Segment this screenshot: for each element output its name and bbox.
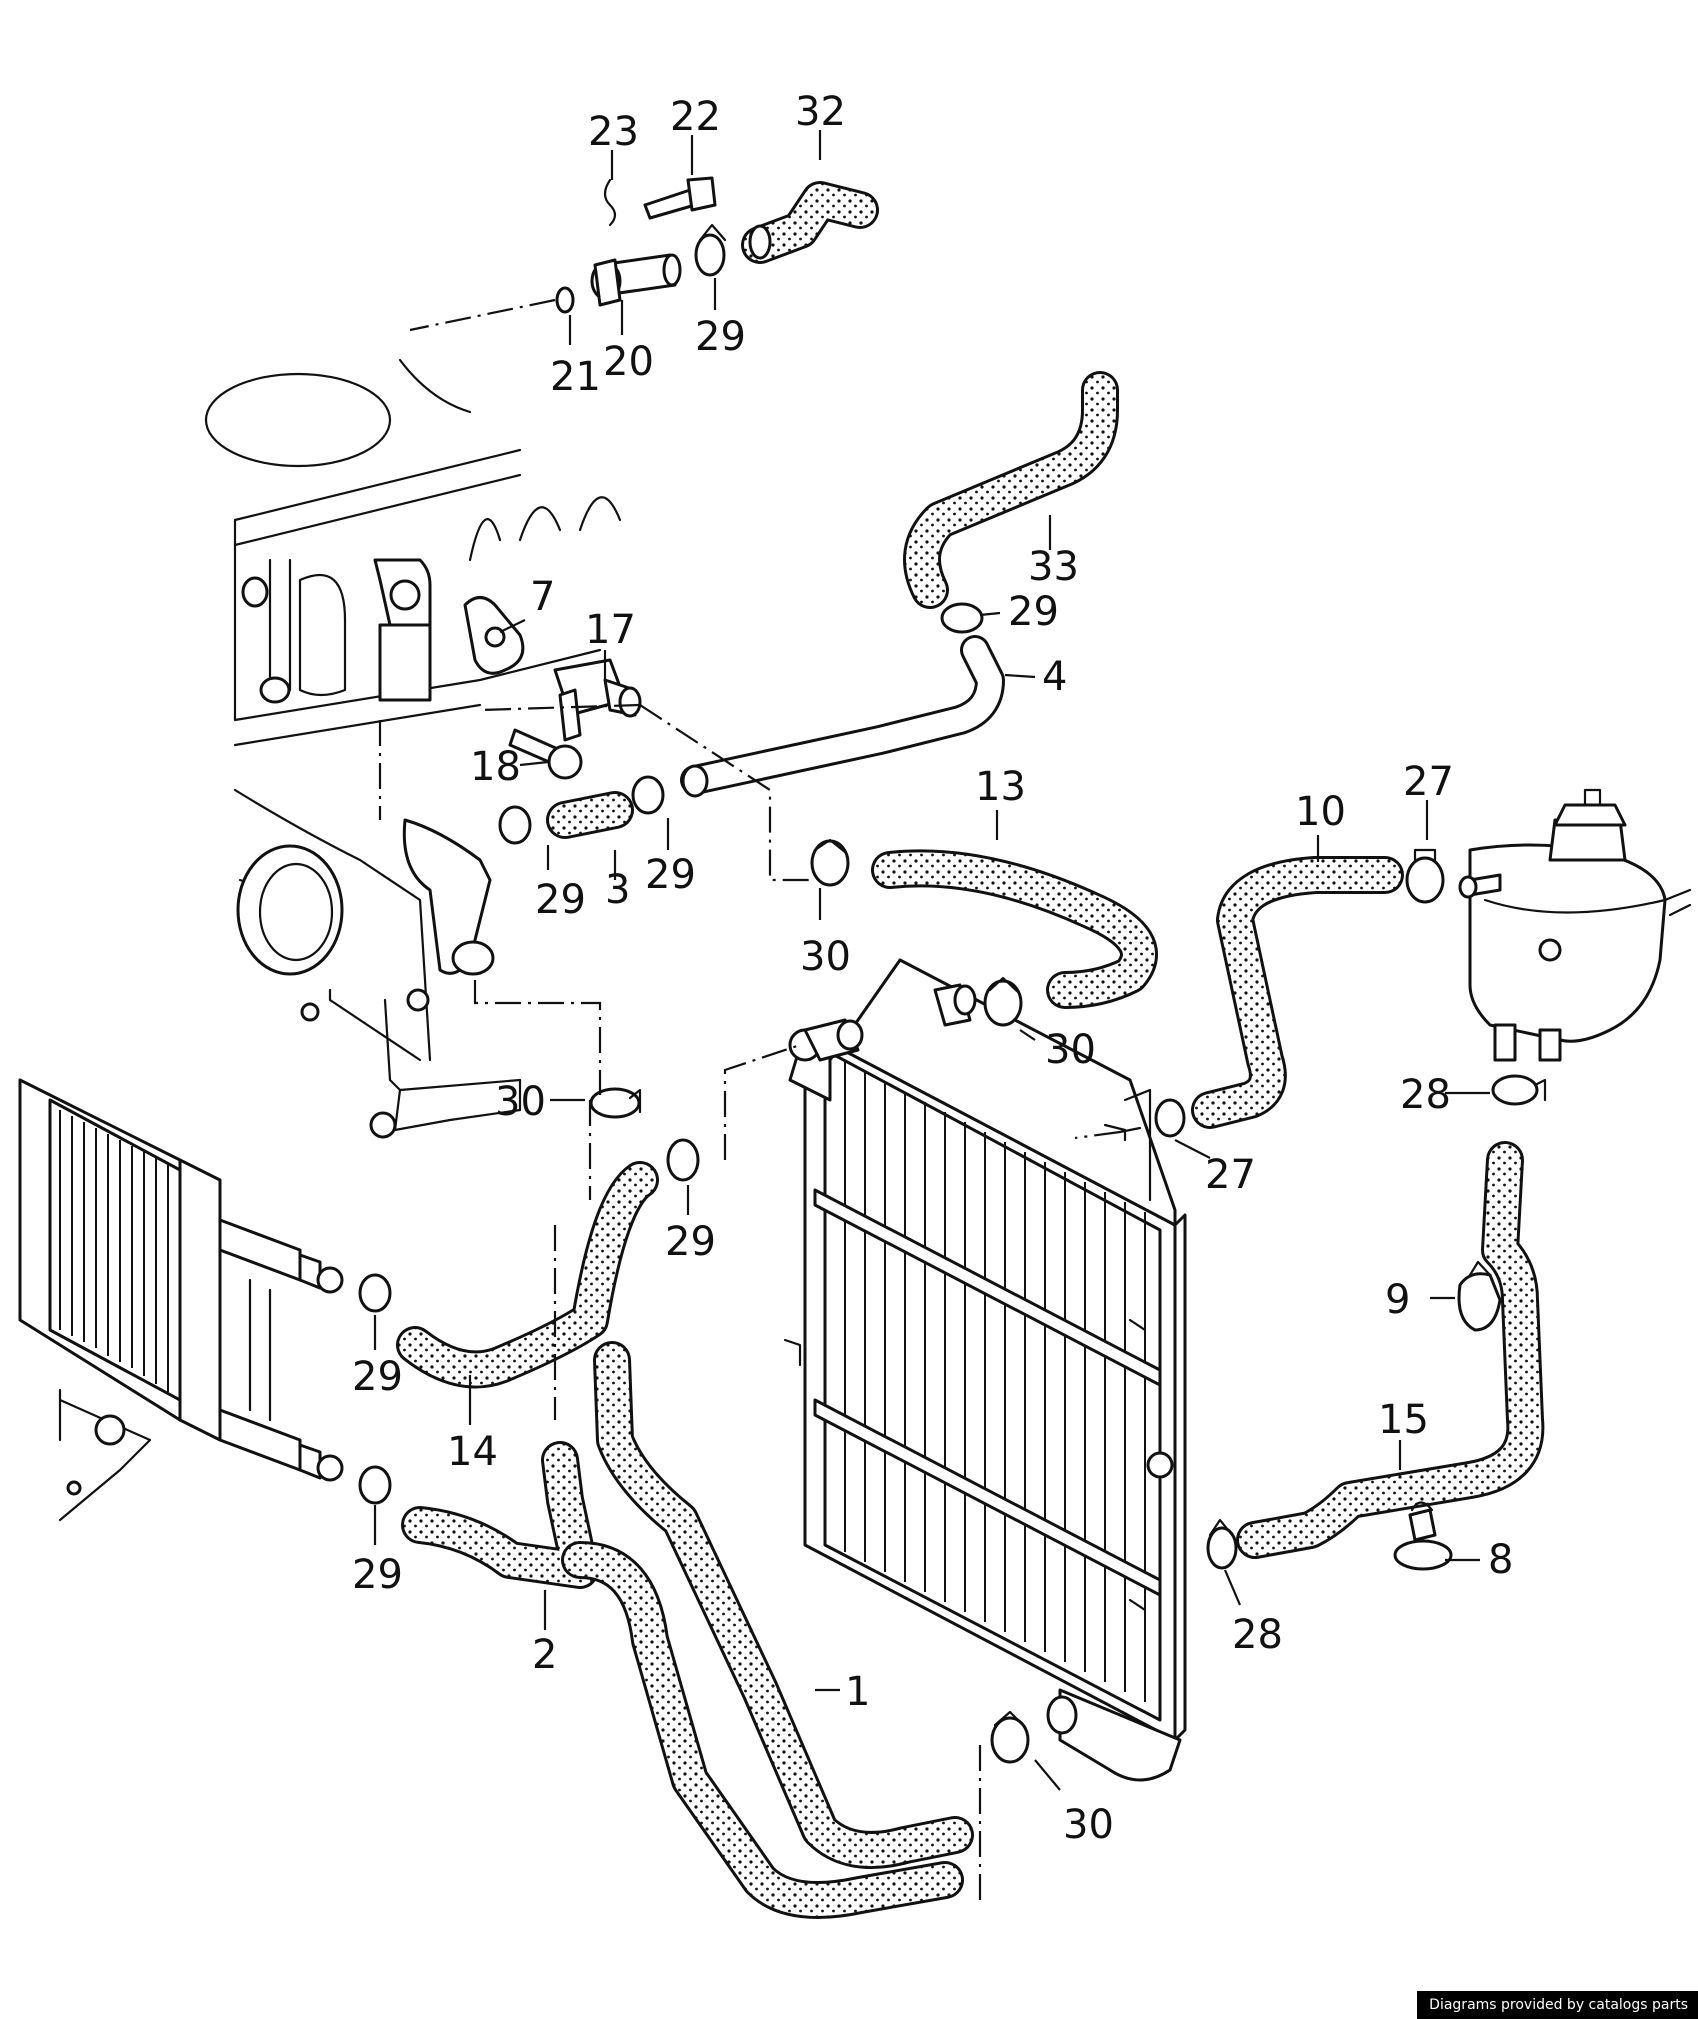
hose-14 [396,1161,659,1389]
clip-23 [603,178,617,227]
callout-15: 15 [1378,1397,1429,1443]
callout-29-right: 29 [645,852,696,898]
hose-clamp-30-bottom [990,1710,1030,1764]
callout-29-aux-top: 29 [352,1354,403,1400]
callout-30-radiator: 30 [1045,1027,1096,1073]
callout-9: 9 [1385,1277,1410,1323]
hose-clamp-29-top [694,223,727,277]
callout-27-tank: 27 [1403,759,1454,805]
callout-33: 33 [1028,544,1079,590]
callout-labels: 23 22 32 21 20 29 33 7 17 29 4 18 13 10 … [352,89,1513,1848]
callout-29-hose33: 29 [1008,589,1059,635]
thermostat-housing [590,253,682,307]
callout-30-center: 30 [495,1079,546,1125]
pipe-4 [680,635,1005,798]
callout-29-aux-bottom: 29 [352,1552,403,1598]
coolant-outlet [373,558,495,976]
hose-clamp-29-right [631,775,665,815]
callout-14: 14 [447,1429,498,1475]
bolt-22 [643,176,717,220]
callout-32: 32 [795,89,846,135]
hose-clamp-29-left [498,805,532,845]
callout-22: 22 [670,94,721,140]
callout-18: 18 [470,744,521,790]
callout-8: 8 [1488,1537,1513,1583]
callout-29-left: 29 [535,877,586,923]
callout-10: 10 [1295,789,1346,835]
o-ring-21 [555,286,575,314]
callout-17: 17 [585,607,636,653]
hose-clamp-30-center [589,1087,642,1119]
clip-8 [1393,1501,1453,1571]
callout-29-top: 29 [695,314,746,360]
hose-clamp-27-radiator [1118,1098,1186,1138]
leader-lines [373,130,1490,1791]
callout-23: 23 [588,109,639,155]
gasket-7 [463,596,525,675]
hose-2 [401,1441,964,1919]
callout-29-center: 29 [665,1219,716,1265]
callout-1: 1 [845,1669,870,1715]
engine-block [204,358,622,1139]
callout-3: 3 [605,867,630,913]
hose-13 [871,849,1158,1009]
callout-27-radiator: 27 [1205,1152,1256,1198]
hose-clamp-27-tank [1405,848,1445,904]
hose-1 [593,1341,974,1869]
hose-clamp-28-radiator [1206,1518,1238,1570]
callout-13: 13 [975,764,1026,810]
hose-end-32 [748,224,772,260]
callout-28-tank: 28 [1400,1072,1451,1118]
water-flange-17 [553,658,642,742]
hose-clamp-28-tank [1491,1074,1547,1106]
hose-clamp-29-hose33 [940,602,984,634]
hose-clamp-29-center [666,1138,700,1182]
hose-15 [1236,1141,1545,1559]
hose-clamp-30-hose13 [810,838,850,887]
expansion-tank [1458,788,1692,1062]
callout-30-hose13: 30 [800,934,851,980]
hose-clamp-29-aux-bottom [358,1465,392,1505]
hose-3 [546,791,634,839]
callout-21: 21 [550,354,601,400]
bracket-9 [1457,1260,1502,1332]
callout-4: 4 [1042,654,1067,700]
hose-10 [1191,856,1404,1129]
callout-20: 20 [603,339,654,385]
callout-30-bottom: 30 [1063,1802,1114,1848]
auxiliary-radiator [18,1078,344,1522]
callout-7: 7 [530,574,555,620]
bolt-18 [508,728,583,780]
diagram-credit-banner: Diagrams provided by catalogs parts [1417,1991,1698,2019]
hose-clamp-29-aux-top [358,1273,392,1313]
callout-28-radiator: 28 [1232,1612,1283,1658]
hose-clamp-30-radiator [983,976,1023,1027]
hose-32 [741,181,879,264]
main-radiator [783,958,1187,1782]
assembly-lines [378,298,1121,1900]
hose-33 [903,371,1119,609]
callout-2: 2 [532,1632,557,1678]
